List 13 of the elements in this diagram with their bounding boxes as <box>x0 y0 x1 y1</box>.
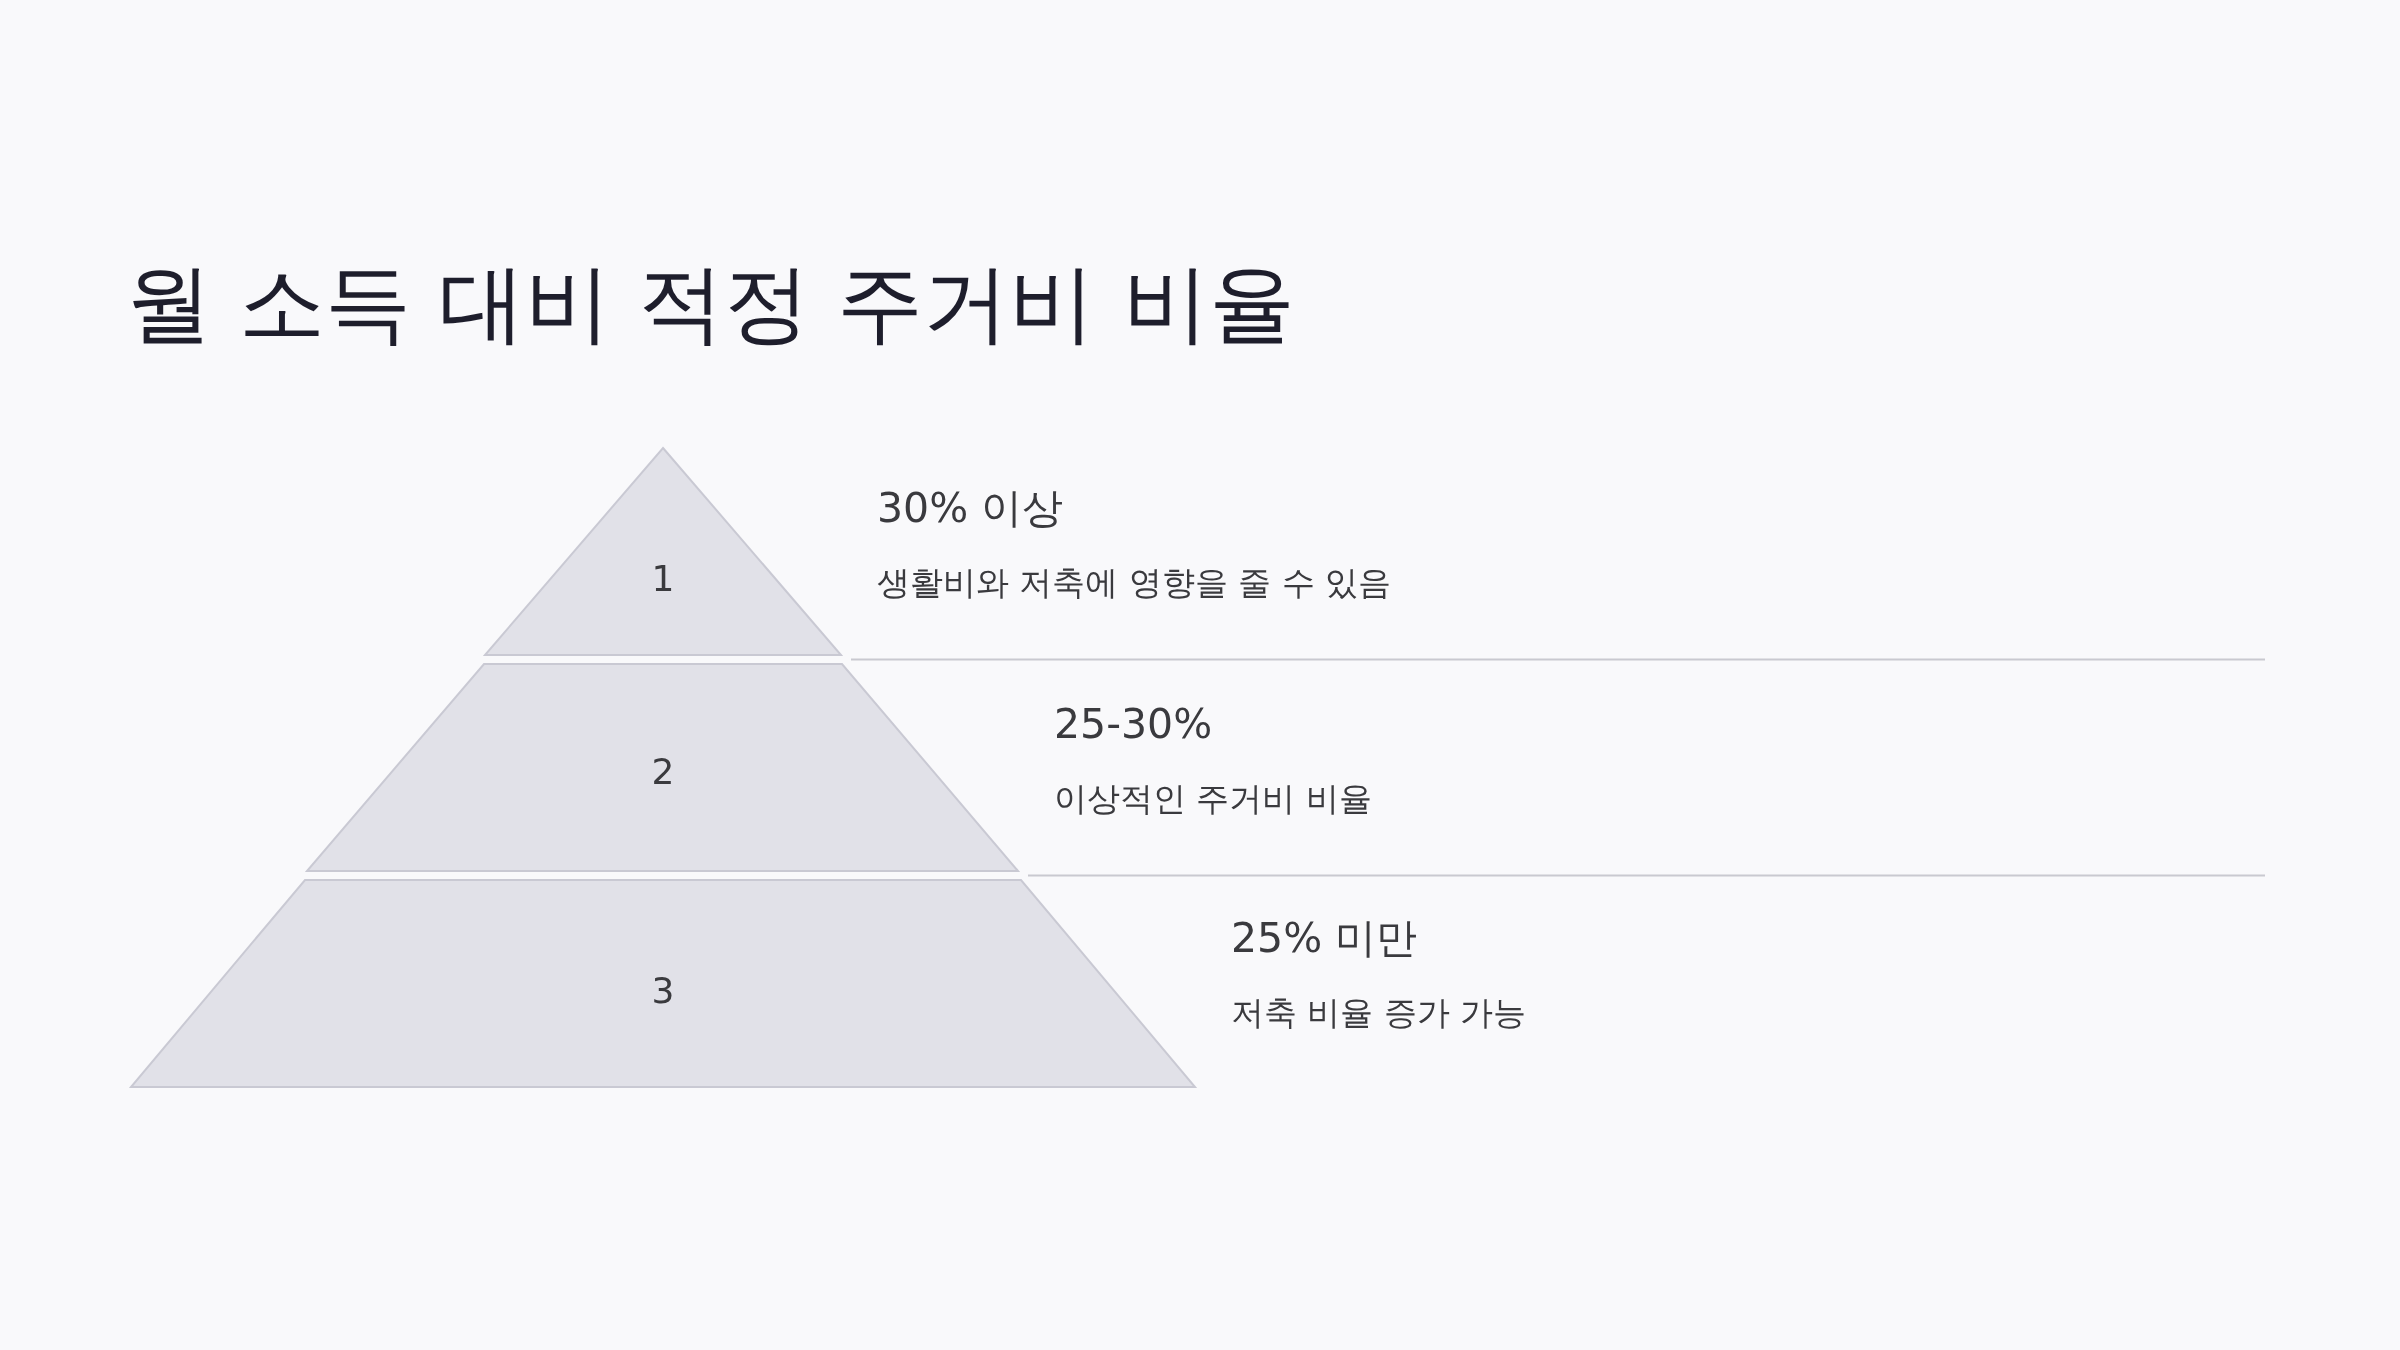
tier-heading: 25% 미만 <box>1231 913 1418 964</box>
tier-number: 1 <box>651 561 675 597</box>
tier-heading: 30% 이상 <box>877 483 1064 534</box>
pyramid-tier <box>307 664 1018 871</box>
tier-description: 저축 비율 증가 가능 <box>1231 992 1527 1034</box>
diagram-title: 월 소득 대비 적정 주거비 비율 <box>126 252 1295 355</box>
tier-heading: 25-30% <box>1054 699 1213 750</box>
tier-description: 생활비와 저축에 영향을 줄 수 있음 <box>877 562 1392 604</box>
tier-number: 3 <box>651 973 675 1009</box>
tier-description: 이상적인 주거비 비율 <box>1054 778 1372 820</box>
pyramid-tier <box>131 880 1195 1087</box>
tier-number: 2 <box>651 754 675 790</box>
pyramid-tier <box>485 448 841 655</box>
